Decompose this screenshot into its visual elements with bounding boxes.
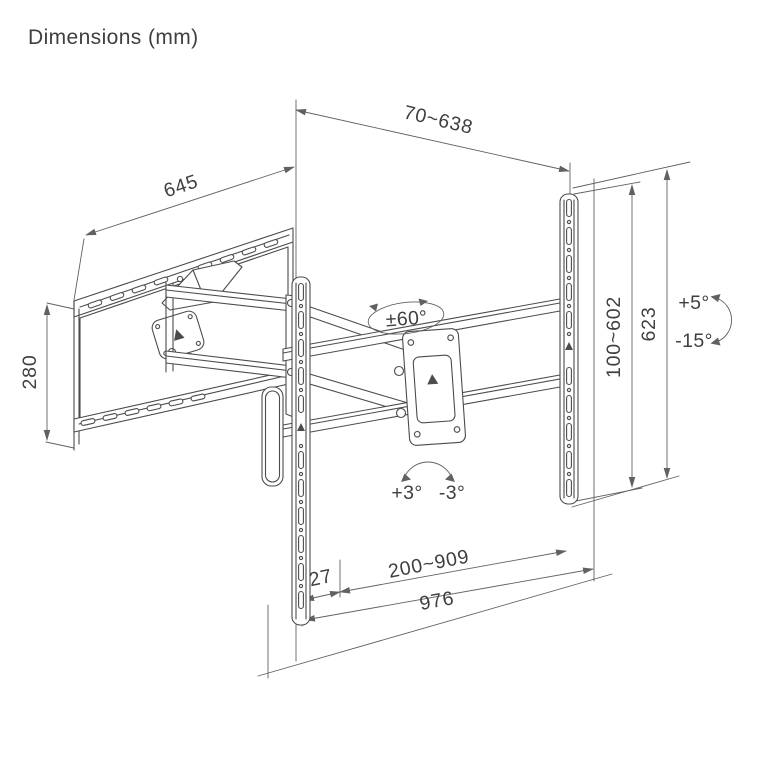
side-knob-screw — [393, 365, 405, 377]
dimension-lines — [43, 108, 671, 622]
swivel-annotation: ±60° — [367, 298, 445, 335]
rotate-cw-arrow-icon — [418, 298, 428, 306]
level-right-label: -3° — [439, 482, 465, 504]
tilt-down-arrow-icon — [710, 337, 721, 346]
dim-line-extension — [295, 108, 570, 173]
side-knob-screw — [395, 407, 407, 419]
dim-bracket-width-label: 976 — [418, 587, 456, 615]
level-left-arrow-icon — [401, 473, 411, 482]
dim-line-bracket-width — [304, 567, 594, 622]
swivel-hub-plate — [151, 310, 205, 360]
swivel-angle-label: ±60° — [385, 307, 428, 332]
dim-bracket-height-label: 623 — [638, 307, 660, 342]
dim-wall-width-label: 645 — [161, 170, 201, 202]
rotate-ccw-arrow-icon — [369, 303, 378, 312]
vesa-plate — [393, 328, 466, 446]
extension-lines — [45, 99, 691, 679]
up-arrow-icon — [427, 374, 439, 385]
dim-wall-height-label: 280 — [19, 355, 41, 390]
level-left-label: +3° — [391, 482, 422, 504]
tilt-down-label: -15° — [675, 330, 713, 352]
level-right-arrow-icon — [445, 473, 455, 482]
dim-vesa-horizontal-label: 200~909 — [386, 545, 471, 582]
up-arrow-icon — [297, 423, 305, 431]
tv-rail-left — [291, 276, 311, 626]
tilt-up-label: +5° — [678, 292, 709, 314]
dim-vesa-vertical-label: 100~602 — [603, 296, 625, 378]
page-title: Dimensions (mm) — [28, 26, 199, 49]
level-annotation: +3° -3° — [391, 461, 465, 504]
up-arrow-icon — [174, 329, 185, 341]
up-arrow-icon — [565, 342, 573, 350]
tilt-annotation: +5° -15° — [675, 292, 732, 352]
tilt-up-arrow-icon — [710, 294, 721, 302]
dim-extension-label: 70~638 — [402, 101, 476, 138]
dim-rail-offset-label: 27 — [307, 565, 334, 591]
arm-end-cap — [261, 386, 284, 487]
dim-line-wall-width — [85, 166, 295, 236]
wall-plate — [73, 227, 294, 451]
tv-rail-right — [559, 193, 579, 505]
